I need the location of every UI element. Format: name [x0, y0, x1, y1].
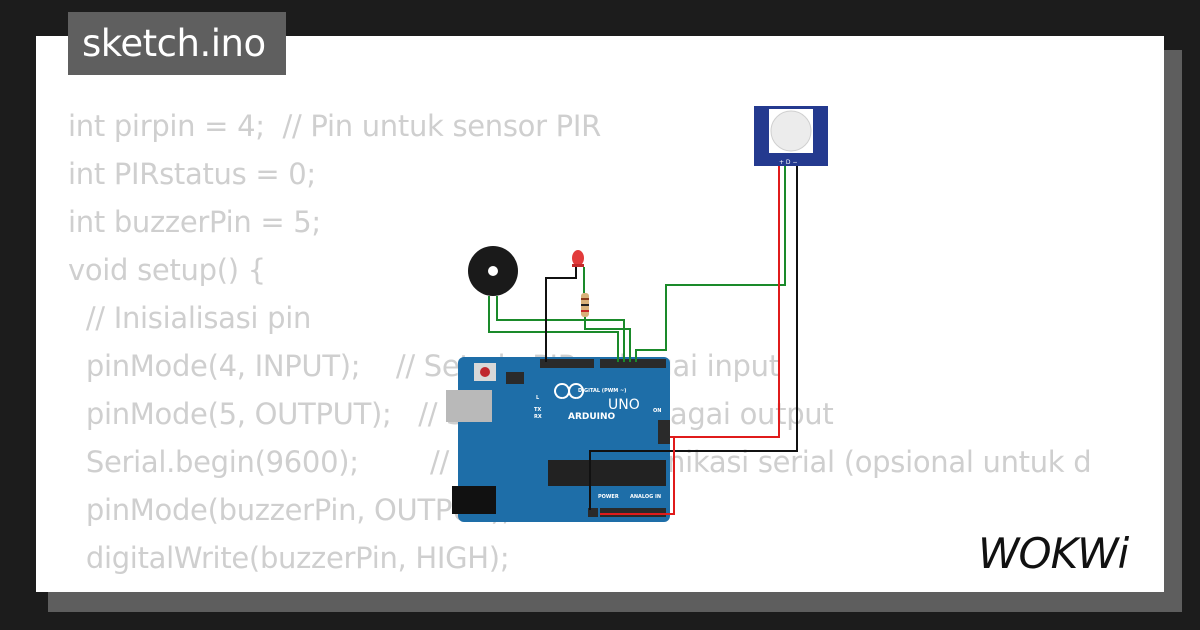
reset-button[interactable] — [480, 367, 490, 377]
wokwi-logo-text: WOKWi — [978, 529, 1130, 578]
tx-label: TX — [534, 407, 541, 413]
code-line: int buzzerPin = 5; — [68, 205, 321, 239]
digital-header — [600, 359, 666, 368]
icsp-header — [506, 372, 524, 384]
wokwi-logo: WOKWi — [978, 529, 1131, 578]
wire-resistor-green — [584, 317, 631, 362]
wire-power-red — [600, 436, 675, 515]
usb-port — [446, 390, 492, 422]
wire-buzzer-green-1 — [488, 296, 619, 362]
arduino-uno-board[interactable]: DIGITAL (PWM ~) ARDUINO UNO POWER ANALOG… — [446, 357, 670, 522]
power-jack — [452, 486, 496, 514]
wire-pir-gnd — [589, 166, 798, 510]
code-line: void setup() { — [68, 253, 266, 287]
model-label: UNO — [608, 397, 640, 413]
pir-sensor[interactable]: + D − — [754, 106, 828, 166]
wire-pir-signal — [635, 166, 786, 362]
code-line: int PIRstatus = 0; — [68, 157, 316, 191]
digital-label: DIGITAL (PWM ~) — [578, 388, 626, 394]
wires — [488, 166, 798, 515]
code-line: // Inisialisasi pin — [68, 301, 312, 335]
code-line: int pirpin = 4; // Pin untuk sensor PIR — [68, 109, 601, 143]
red-led[interactable] — [572, 250, 584, 267]
icsp-header-right — [658, 420, 670, 444]
wire-pir-vcc — [670, 166, 780, 438]
power-header — [588, 508, 598, 517]
file-tab[interactable]: sketch.ino — [68, 12, 286, 75]
resistor[interactable] — [581, 293, 589, 317]
brand-label: ARDUINO — [568, 412, 616, 422]
digital-header-left — [540, 359, 594, 368]
code-line: digitalWrite(buzzerPin, HIGH); — [68, 541, 510, 575]
power-label: POWER — [598, 494, 619, 500]
pir-pin-labels: + D − — [779, 159, 798, 166]
analog-header — [600, 508, 666, 517]
arduino-logo-icon — [554, 383, 585, 399]
code-line: } — [68, 582, 1091, 592]
wire-buzzer-green-2 — [496, 296, 625, 362]
analog-label: ANALOG IN — [630, 494, 661, 500]
rx-label: RX — [534, 414, 542, 420]
l-label: L — [536, 395, 540, 401]
buzzer[interactable] — [468, 246, 518, 296]
wire-led-black — [545, 267, 577, 362]
atmega-chip — [548, 460, 666, 486]
on-label: ON — [653, 408, 661, 414]
